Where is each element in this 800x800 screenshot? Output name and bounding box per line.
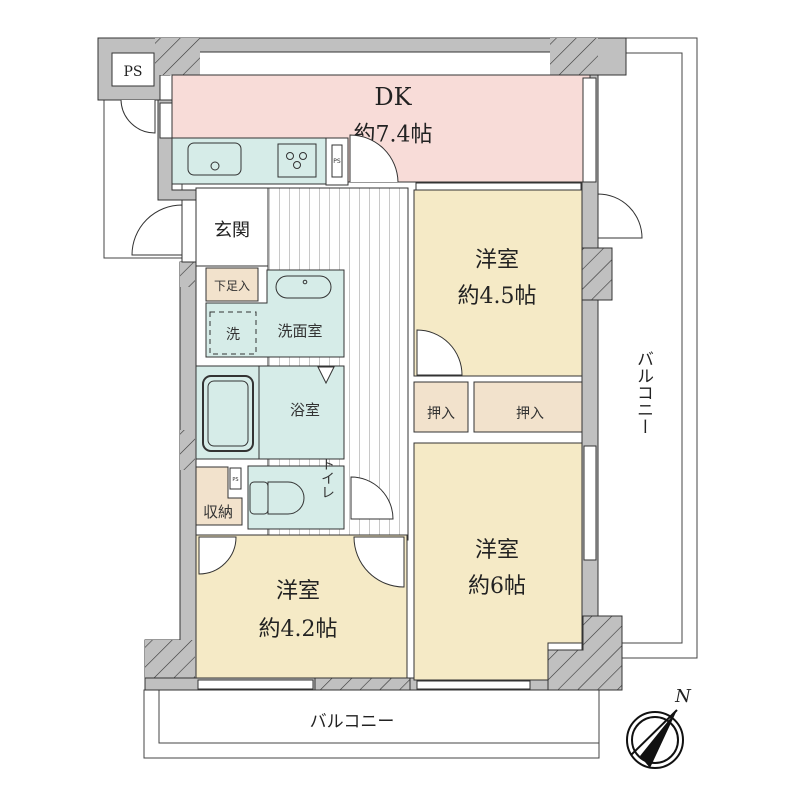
room-entrance[interactable]: 玄関 bbox=[195, 187, 269, 267]
balcony-east-label: バルコニー bbox=[633, 350, 653, 435]
window-icon bbox=[583, 445, 597, 561]
closet-2[interactable]: 押入 bbox=[473, 381, 583, 433]
door-swing-icon bbox=[353, 536, 405, 588]
door-swing-icon bbox=[597, 193, 643, 239]
room-name-western-3: 洋室 bbox=[276, 579, 320, 604]
room-size-western-2: 約6帖 bbox=[468, 574, 526, 599]
vent-icon bbox=[317, 366, 335, 385]
room-size-western-3: 約4.2帖 bbox=[259, 617, 338, 642]
shoe-storage[interactable]: 下足入 bbox=[205, 267, 259, 302]
door-swing-icon bbox=[416, 329, 463, 376]
kitchen-counter: PS bbox=[171, 137, 349, 186]
ps-label: PS bbox=[123, 64, 142, 80]
room-name-dk: DK bbox=[374, 83, 412, 111]
room-name-toilet: トイレ bbox=[319, 457, 335, 499]
washbasin-icon bbox=[275, 275, 332, 299]
room-name-western-1: 洋室 bbox=[475, 248, 519, 273]
sink-icon bbox=[187, 142, 242, 176]
north-label: N bbox=[674, 686, 692, 707]
door-swing-icon bbox=[198, 536, 237, 575]
room-name-closet-1: 押入 bbox=[427, 406, 455, 422]
storage[interactable]: 収納 PS bbox=[195, 466, 243, 526]
window-icon bbox=[582, 77, 597, 183]
balcony-south-label: バルコニー bbox=[310, 712, 395, 732]
washer-label: 洗 bbox=[226, 327, 240, 343]
stove-icon bbox=[277, 143, 317, 178]
room-toilet[interactable]: トイレ bbox=[247, 457, 345, 530]
balcony-east bbox=[597, 37, 698, 659]
window-icon bbox=[415, 182, 582, 191]
room-name-western-2: 洋室 bbox=[475, 538, 519, 563]
door-swing-icon bbox=[349, 134, 399, 183]
ps-label: PS bbox=[232, 477, 238, 483]
room-name-bathroom: 浴室 bbox=[290, 401, 320, 419]
room-name-storage: 収納 bbox=[203, 503, 233, 521]
window-icon bbox=[159, 102, 173, 139]
door-swing-icon bbox=[120, 99, 156, 134]
window-icon bbox=[197, 679, 314, 690]
toilet-icon bbox=[249, 481, 269, 515]
room-size-western-1: 約4.5帖 bbox=[458, 284, 537, 309]
ps-label: PS bbox=[333, 158, 341, 165]
entrance-door-icon bbox=[131, 204, 183, 256]
room-western-6[interactable]: 洋室 約6帖 bbox=[413, 442, 583, 681]
room-bathroom[interactable]: 浴室 bbox=[195, 365, 345, 460]
room-name-washroom: 洗面室 bbox=[277, 322, 322, 340]
room-name-closet-2: 押入 bbox=[516, 406, 544, 422]
closet-1[interactable]: 押入 bbox=[413, 381, 469, 433]
ps-box-outside: PS bbox=[111, 52, 156, 134]
room-name-entrance: 玄関 bbox=[214, 220, 250, 241]
washer-space bbox=[209, 311, 257, 355]
room-washroom[interactable]: 洗 洗面室 bbox=[205, 269, 345, 358]
room-western-4-2[interactable]: 洋室 約4.2帖 bbox=[195, 534, 408, 679]
door-swing-icon bbox=[350, 476, 394, 520]
compass-icon: N bbox=[626, 686, 692, 769]
bathtub-icon bbox=[202, 375, 254, 452]
window-icon bbox=[416, 680, 531, 690]
room-name-shoe-storage: 下足入 bbox=[214, 279, 250, 293]
